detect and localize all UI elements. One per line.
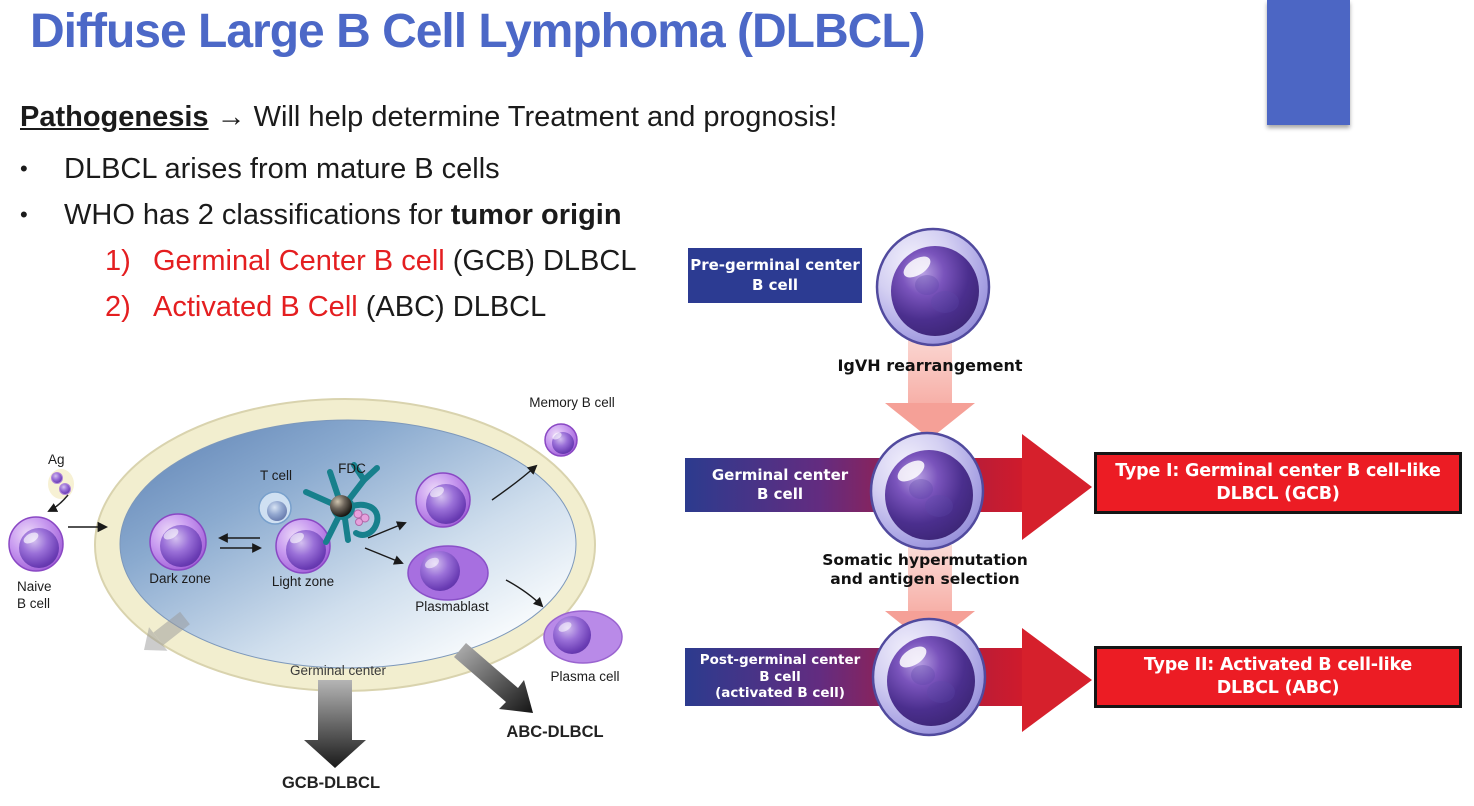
plasma-cell bbox=[543, 610, 623, 664]
type1-result-box: Type I: Germinal center B cell-like DLBC… bbox=[1094, 452, 1462, 514]
type2-line2: DLBCL (ABC) bbox=[1216, 678, 1340, 698]
light-zone-cell bbox=[275, 518, 331, 574]
pathogenesis-rest: → Will help determine Treatment and prog… bbox=[208, 101, 838, 133]
gc-line2: B cell bbox=[756, 485, 803, 503]
item-1-red-text: Germinal Center B cell bbox=[153, 245, 445, 277]
somatic-line2: and antigen selection bbox=[830, 569, 1020, 588]
bullet-icon: • bbox=[20, 156, 28, 181]
gcb-dlbcl-label: GCB-DLBCL bbox=[281, 774, 381, 792]
germinal-center-label: Germinal center bbox=[289, 663, 387, 678]
t-cell bbox=[258, 491, 292, 525]
post-gc-line2: B cell bbox=[759, 668, 801, 685]
type2-arrow-icon bbox=[1022, 628, 1092, 732]
fdc-antigen-dot bbox=[355, 518, 363, 526]
pre-germinal-b-cell bbox=[875, 227, 991, 347]
post-gc-line3: (activated B cell) bbox=[715, 685, 845, 702]
antigen-particle bbox=[51, 472, 63, 484]
somatic-label: Somatic hypermutation and antigen select… bbox=[770, 551, 1080, 588]
post-germinal-bar-label: Post-germinal center B cell (activated B… bbox=[685, 648, 875, 706]
fdc-to-cell-arrow-icon bbox=[367, 521, 407, 539]
selected-b-cell bbox=[415, 472, 471, 528]
antigen-arrow-icon bbox=[47, 494, 69, 512]
naive-line2: B cell bbox=[17, 595, 51, 611]
germinal-center-bar-label: Germinal center B cell bbox=[685, 458, 875, 512]
naive-line1: Naive bbox=[17, 579, 52, 594]
numbered-item-2: 2) Activated B Cell (ABC) DLBCL bbox=[105, 293, 546, 322]
bullet-icon: • bbox=[20, 202, 28, 227]
bullet-1-text: DLBCL arises from mature B cells bbox=[64, 153, 500, 185]
fdc-antigen-dot bbox=[360, 513, 370, 523]
plasmablast-label: Plasmablast bbox=[415, 599, 489, 614]
exit-arrow-left-icon bbox=[144, 611, 190, 651]
memory-b-cell bbox=[544, 423, 578, 457]
page-title: Diffuse Large B Cell Lymphoma (DLBCL) bbox=[30, 5, 926, 58]
item-2-red-text: Activated B Cell bbox=[153, 291, 358, 323]
naive-b-cell bbox=[8, 516, 64, 572]
germinal-center-diagram: Ag Naive B cell Dark zone Light zone T c… bbox=[0, 368, 665, 806]
t-cell-label: T cell bbox=[259, 468, 292, 483]
type2-result-box: Type II: Activated B cell-like DLBCL (AB… bbox=[1094, 646, 1462, 708]
fdc-antigen-dot bbox=[353, 509, 363, 519]
type1-line2: DLBCL (GCB) bbox=[1216, 484, 1340, 504]
corner-rectangle-deco bbox=[1267, 0, 1350, 125]
fdc-to-plasmablast-arrow-icon bbox=[364, 547, 404, 565]
pathogenesis-heading: Pathogenesis bbox=[20, 101, 209, 133]
plasmablast-cell bbox=[407, 545, 489, 601]
bullet-item-1: • DLBCL arises from mature B cells bbox=[20, 155, 500, 184]
fdc-nucleus bbox=[330, 495, 352, 517]
ag-label: Ag bbox=[48, 452, 65, 467]
antigen-glow bbox=[48, 469, 74, 499]
pre-gc-line1: Pre-germinal center bbox=[690, 256, 860, 274]
abc-dlbcl-label: ABC-DLBCL bbox=[506, 723, 604, 741]
fdc-label: FDC bbox=[338, 461, 366, 476]
dark-zone-cell bbox=[149, 513, 207, 571]
item-1-number: 1) bbox=[105, 245, 131, 277]
memory-b-cell-label: Memory B cell bbox=[529, 395, 615, 410]
pre-gc-line2: B cell bbox=[751, 275, 798, 294]
dark-zone-label: Dark zone bbox=[149, 571, 211, 586]
germinal-center-figure bbox=[8, 398, 623, 768]
abc-dlbcl-arrow-icon bbox=[454, 643, 533, 713]
plasma-cell-label: Plasma cell bbox=[550, 669, 620, 684]
item-1-rest: (GCB) DLBCL bbox=[444, 245, 637, 277]
pathogenesis-line: Pathogenesis → Will help determine Treat… bbox=[20, 103, 837, 132]
pre-germinal-box: Pre-germinal center B cell bbox=[688, 248, 862, 303]
light-zone-label: Light zone bbox=[271, 574, 335, 589]
gcb-dlbcl-arrow-icon bbox=[304, 680, 366, 768]
numbered-item-1: 1) Germinal Center B cell (GCB) DLBCL bbox=[105, 247, 636, 276]
type1-line1: Type I: Germinal center B cell-like bbox=[1115, 461, 1441, 482]
to-plasma-arrow-icon bbox=[505, 579, 544, 608]
post-germinal-b-cell bbox=[871, 617, 987, 737]
type2-line1: Type II: Activated B cell-like bbox=[1143, 655, 1413, 676]
naive-b-cell-label: Naive B cell bbox=[17, 579, 52, 613]
type1-arrow-icon bbox=[1022, 434, 1092, 540]
germinal-center-b-cell bbox=[869, 431, 985, 551]
post-gc-line1: Post-germinal center bbox=[699, 651, 861, 668]
item-2-rest: (ABC) DLBCL bbox=[357, 291, 547, 323]
somatic-line1: Somatic hypermutation bbox=[822, 551, 1028, 569]
gc-line1: Germinal center bbox=[711, 466, 849, 485]
dlbcl-pathway-diagram: Pre-germinal center B cell Germinal cent… bbox=[680, 225, 1474, 755]
bullet-2-bold: tumor origin bbox=[450, 199, 622, 231]
bullet-item-2: • WHO has 2 classifications for tumor ori… bbox=[20, 201, 622, 230]
item-2-number: 2) bbox=[105, 291, 131, 323]
igvh-label: IgVH rearrangement bbox=[837, 356, 1023, 375]
to-memory-arrow-icon bbox=[491, 464, 538, 501]
bullet-2-text: WHO has 2 classifications for bbox=[64, 199, 451, 231]
antigen-particle bbox=[59, 483, 71, 495]
somatic-arrow-shaft bbox=[908, 545, 952, 611]
